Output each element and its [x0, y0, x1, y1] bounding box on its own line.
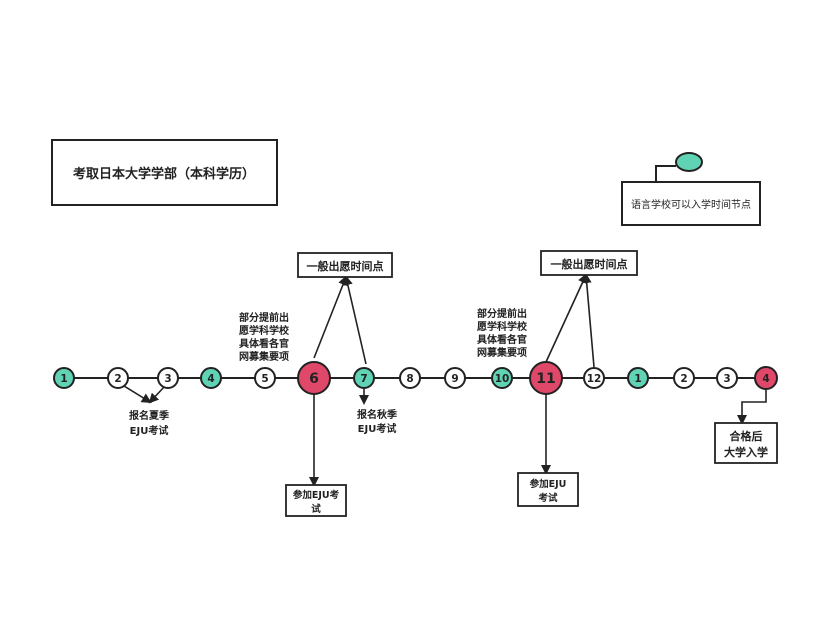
eju-exam-2-line-2: 考试	[538, 492, 558, 504]
timeline-node-7: 7	[353, 367, 375, 389]
timeline-node-circle	[297, 361, 331, 395]
timeline-node-12: 12	[583, 367, 605, 389]
timeline-node-label: 3	[164, 373, 171, 385]
timeline-node-circle	[157, 367, 179, 389]
timeline-node-label: 2	[114, 373, 121, 385]
early-note-2-line-2: 愿学科学校	[477, 320, 528, 333]
admission-line-2: 大学入学	[724, 445, 768, 459]
early-note-1-line-2: 愿学科学校	[239, 324, 290, 337]
timeline-node-10: 10	[491, 367, 513, 389]
eju-exam-1-line-1: 参加EJU考	[292, 489, 340, 501]
timeline-node-label: 4	[207, 373, 214, 385]
early-note-1-line-1: 部分提前出	[239, 311, 289, 324]
timeline-node-circle	[107, 367, 129, 389]
timeline-node-label: 6	[309, 371, 319, 387]
timeline-node-2: 2	[107, 367, 129, 389]
timeline-node-label: 1	[634, 373, 641, 385]
early-note-2-line-4: 网募集要项	[477, 346, 527, 359]
timeline-node-13: 1	[627, 367, 649, 389]
timeline-node-label: 12	[587, 373, 602, 385]
eju-exam-box-2: 参加EJU 考试	[517, 472, 579, 507]
legend: 语言学校可以入学时间节点	[621, 152, 761, 226]
timeline-node-15: 3	[716, 367, 738, 389]
application-time-label-2: 一般出愿时间点	[551, 257, 628, 271]
timeline-node-circle	[529, 361, 563, 395]
legend-teal-marker-icon	[675, 152, 703, 172]
timeline-node-circle	[627, 367, 649, 389]
page-title: 考取日本大学学部（本科学历）	[73, 166, 255, 182]
timeline-node-circle	[673, 367, 695, 389]
timeline-node-label: 2	[680, 373, 687, 385]
eju-exam-box-1: 参加EJU考 试	[285, 484, 347, 517]
autumn-eju-line-2: EJU考试	[358, 422, 397, 435]
timeline-node-9: 9	[444, 367, 466, 389]
timeline-node-label: 9	[451, 373, 458, 385]
early-note-2-line-1: 部分提前出	[477, 307, 527, 320]
timeline-node-circle	[716, 367, 738, 389]
application-time-box-1: 一般出愿时间点	[297, 252, 393, 278]
timeline-node-circle	[754, 366, 778, 390]
eju-exam-2-line-1: 参加EJU	[529, 478, 567, 490]
summer-eju-note: 报名夏季 EJU考试	[129, 409, 170, 437]
timeline-node-circle	[444, 367, 466, 389]
early-note-1-line-4: 网募集要项	[239, 350, 289, 363]
timeline-node-circle	[200, 367, 222, 389]
timeline-node-14: 2	[673, 367, 695, 389]
timeline-node-8: 8	[399, 367, 421, 389]
early-note-1-line-3: 具体看各官	[238, 337, 289, 350]
timeline-node-label: 4	[762, 373, 769, 385]
timeline-node-circle	[254, 367, 276, 389]
timeline-node-label: 5	[261, 373, 268, 385]
timeline-node-circle	[491, 367, 513, 389]
timeline-node-5: 5	[254, 367, 276, 389]
timeline-node-6: 6	[297, 361, 331, 395]
early-note-2-line-3: 具体看各官	[476, 333, 527, 346]
summer-eju-line-1: 报名夏季	[129, 409, 170, 422]
connectors	[123, 273, 767, 487]
early-application-note-2: 部分提前出 愿学科学校 具体看各官 网募集要项	[476, 307, 528, 359]
timeline-node-11: 11	[529, 361, 563, 395]
timeline-node-circle	[353, 367, 375, 389]
timeline-node-circle	[583, 367, 605, 389]
application-time-label-1: 一般出愿时间点	[307, 259, 384, 273]
timeline-node-circle	[53, 367, 75, 389]
timeline-node-label: 1	[60, 373, 67, 385]
application-time-box-2: 一般出愿时间点	[540, 250, 638, 276]
eju-exam-1-line-2: 试	[311, 503, 321, 515]
autumn-eju-note: 报名秋季 EJU考试	[357, 408, 398, 435]
timeline-node-4: 4	[200, 367, 222, 389]
title-box: 考取日本大学学部（本科学历）	[51, 139, 278, 206]
summer-eju-line-2: EJU考试	[130, 424, 169, 437]
timeline-node-label: 3	[723, 373, 730, 385]
timeline-node-label: 8	[406, 373, 413, 385]
timeline-node-circle	[399, 367, 421, 389]
admission-line-1: 合格后	[730, 429, 763, 443]
timeline-node-label: 11	[536, 371, 555, 387]
timeline-node-16: 4	[754, 366, 778, 390]
admission-box: 合格后 大学入学	[714, 422, 778, 464]
timeline-node-label: 7	[360, 373, 367, 385]
timeline-node-label: 10	[495, 373, 510, 385]
legend-label: 语言学校可以入学时间节点	[631, 198, 751, 211]
autumn-eju-line-1: 报名秋季	[357, 408, 398, 421]
early-application-note-1: 部分提前出 愿学科学校 具体看各官 网募集要项	[238, 311, 290, 363]
timeline-node-1: 1	[53, 367, 75, 389]
timeline-node-3: 3	[157, 367, 179, 389]
